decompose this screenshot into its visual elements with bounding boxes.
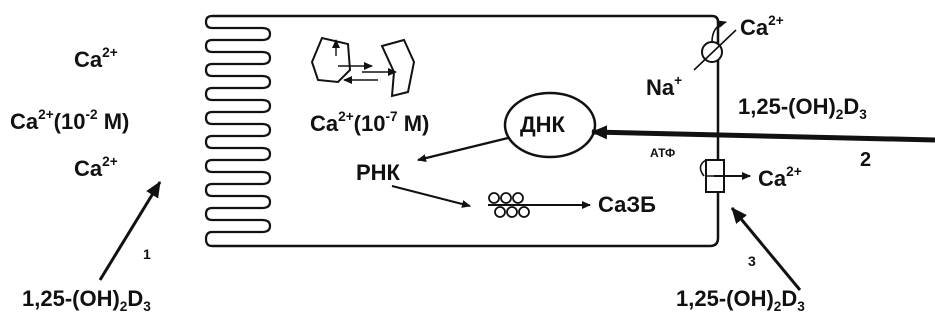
- na-label: Na+: [646, 74, 682, 99]
- vitd-arrow-2: [592, 132, 935, 140]
- ca-label-top: Ca2+: [74, 46, 118, 71]
- rna-to-ribosome-arrow: [392, 186, 470, 206]
- vitd-arrow-3: [732, 208, 800, 290]
- vitd-label-right-bottom: 1,25-(OH)2D3: [676, 288, 805, 313]
- pathway-number-3: 3: [748, 254, 756, 268]
- exchanger-slash: [694, 30, 736, 70]
- brush-border-microvilli: [206, 16, 270, 246]
- ca-label-bottom: Ca2+: [74, 155, 118, 180]
- vitd-arrow-1: [100, 182, 160, 280]
- ca-inside-concentration: Ca2+(10-7 M): [310, 110, 429, 135]
- protein-shape-right: [382, 40, 414, 96]
- ca-pump-label: Ca2+: [758, 165, 802, 190]
- cabp-label: СаЗБ: [598, 194, 656, 216]
- ca-exchanger-label: Ca2+: [740, 14, 784, 39]
- pathway-number-2: 2: [860, 150, 871, 170]
- pathway-number-1: 1: [143, 247, 151, 261]
- ca-outside-concentration: Ca2+(10-2 M): [10, 108, 129, 133]
- rna-label: РНК: [356, 162, 400, 184]
- dna-label: ДНК: [520, 114, 565, 136]
- atp-label: АТФ: [650, 147, 675, 159]
- vitd-label-right-top: 1,25-(OH)2D3: [738, 96, 867, 121]
- dna-to-rna-arrow: [418, 138, 508, 160]
- vitd-label-left: 1,25-(OH)2D3: [22, 288, 151, 313]
- protein-shape-left: [312, 38, 350, 82]
